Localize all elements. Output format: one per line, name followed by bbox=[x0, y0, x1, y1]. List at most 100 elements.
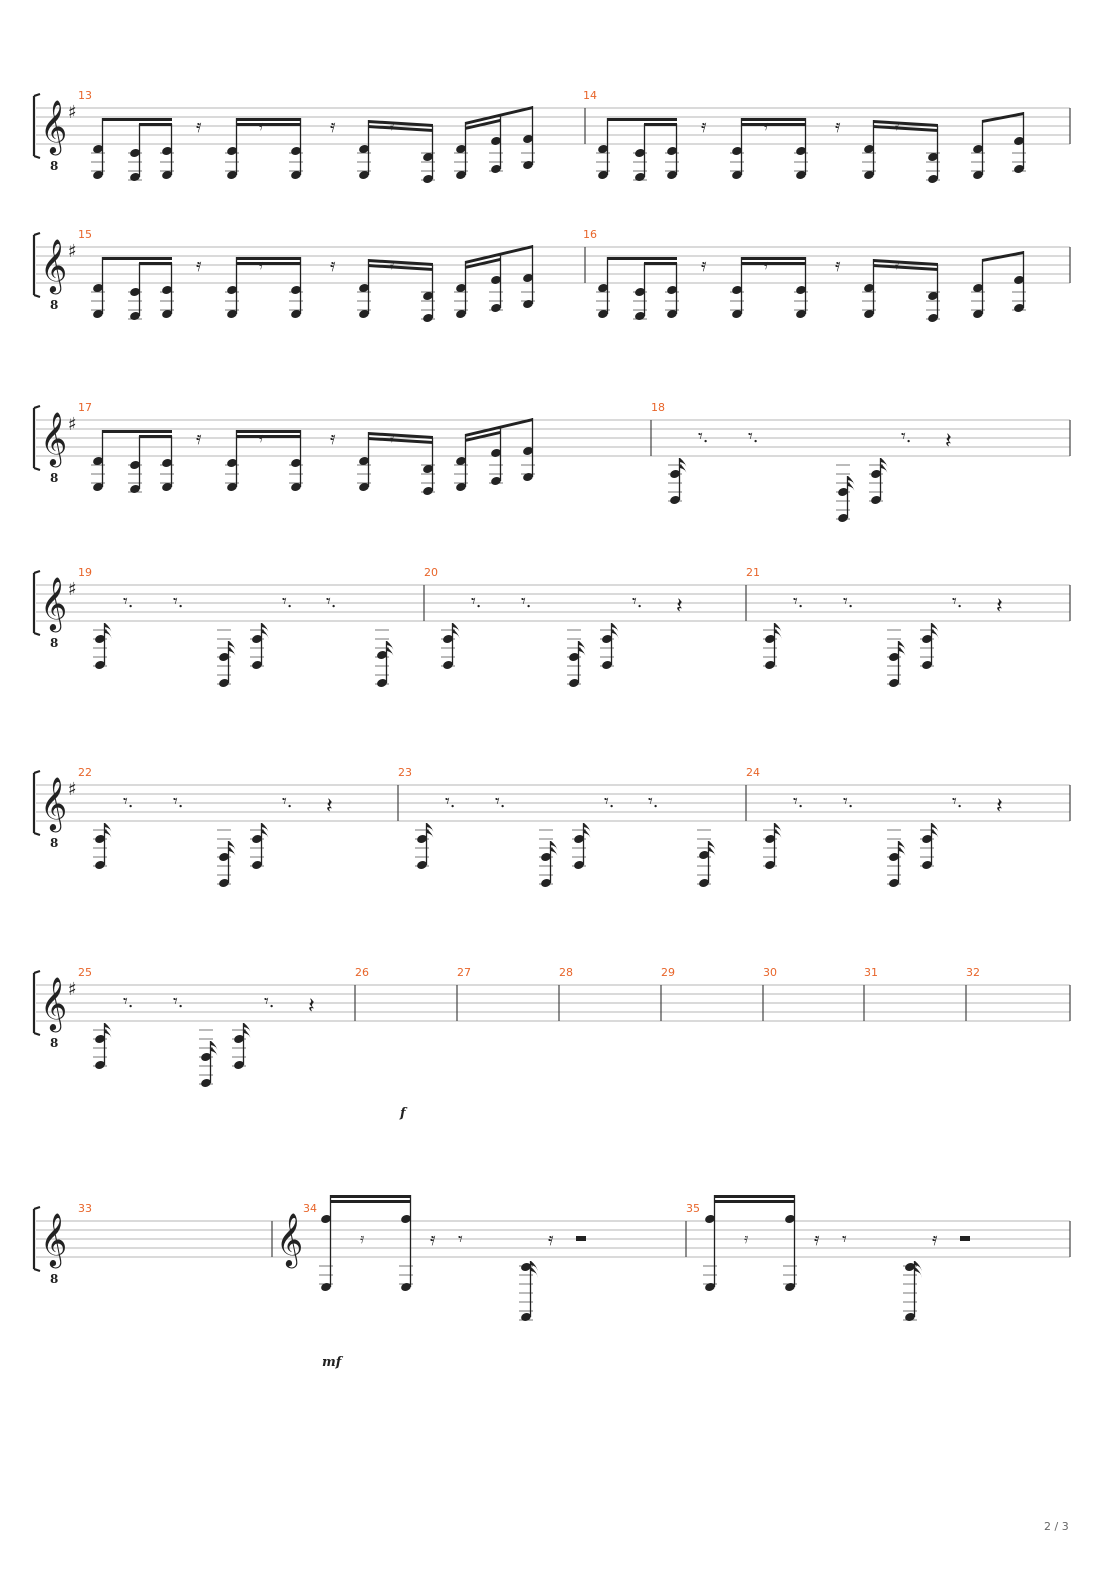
note-head bbox=[227, 459, 237, 467]
chord bbox=[489, 426, 503, 485]
treble-clef-icon: 𝄞 bbox=[40, 99, 67, 155]
chord bbox=[415, 823, 429, 869]
note-head bbox=[635, 149, 645, 157]
note-head bbox=[569, 653, 579, 661]
note-head bbox=[423, 175, 433, 183]
chord bbox=[128, 124, 142, 181]
chord bbox=[289, 257, 303, 318]
note-flag bbox=[709, 841, 716, 852]
note-head bbox=[162, 171, 172, 179]
note-flag bbox=[427, 829, 434, 840]
chord bbox=[926, 126, 940, 183]
note-head bbox=[95, 661, 105, 669]
chord bbox=[93, 1023, 107, 1069]
note-head bbox=[670, 496, 680, 504]
note-beam bbox=[236, 123, 301, 126]
treble-clef-icon: 𝄞 bbox=[276, 1212, 303, 1268]
measure-number: 29 bbox=[661, 966, 675, 979]
measure-number: 32 bbox=[966, 966, 980, 979]
note-flag bbox=[775, 823, 782, 834]
note-head bbox=[219, 679, 229, 687]
chord bbox=[232, 1023, 246, 1069]
dotted-eighth-rest-icon: 𝄾. bbox=[793, 791, 804, 812]
note-head bbox=[796, 171, 806, 179]
sixteenth-rest-icon: 𝄿 bbox=[548, 1229, 554, 1250]
note-head bbox=[667, 286, 677, 294]
note-head bbox=[219, 879, 229, 887]
system-bracket bbox=[32, 769, 41, 837]
note-head bbox=[796, 147, 806, 155]
dotted-eighth-rest-icon: 𝄾. bbox=[632, 591, 643, 612]
note-beam bbox=[465, 106, 533, 125]
note-head bbox=[423, 153, 433, 161]
note-beam bbox=[368, 264, 433, 271]
sixteenth-rest-icon: 𝄿 bbox=[330, 428, 336, 449]
note-flag bbox=[584, 829, 591, 840]
dotted-eighth-rest-icon: 𝄾. bbox=[793, 591, 804, 612]
note-beam bbox=[139, 435, 172, 438]
note-head bbox=[667, 171, 677, 179]
note-beam bbox=[139, 262, 172, 265]
sixteenth-rest-icon: 𝄿 bbox=[390, 430, 395, 446]
note-head bbox=[765, 835, 775, 843]
dotted-eighth-rest-icon: 𝄾. bbox=[843, 591, 854, 612]
sixteenth-rest-icon: 𝄿 bbox=[360, 1231, 365, 1247]
dotted-eighth-rest-icon: 𝄾. bbox=[901, 426, 912, 447]
sixteenth-rest-icon: 𝄿 bbox=[196, 116, 202, 137]
note-head bbox=[928, 153, 938, 161]
chord bbox=[217, 629, 231, 687]
note-head bbox=[889, 853, 899, 861]
note-flag bbox=[848, 476, 855, 487]
dotted-eighth-rest-icon: 𝄾. bbox=[282, 591, 293, 612]
note-head bbox=[252, 661, 262, 669]
measure-number: 13 bbox=[78, 89, 92, 102]
note-head bbox=[227, 310, 237, 318]
chord bbox=[454, 122, 468, 179]
note-beam bbox=[102, 257, 172, 260]
note-head bbox=[667, 147, 677, 155]
note-flag bbox=[881, 464, 888, 475]
note-flag bbox=[387, 647, 394, 658]
quarter-rest-icon: 𝄽 bbox=[996, 594, 1003, 619]
note-head bbox=[252, 861, 262, 869]
note-head bbox=[321, 1215, 331, 1223]
note-flag bbox=[105, 1029, 112, 1040]
octave-marking: 8 bbox=[50, 836, 58, 850]
note-head bbox=[1014, 137, 1024, 145]
chord bbox=[225, 118, 239, 179]
chord bbox=[93, 623, 107, 669]
measure-number: 35 bbox=[686, 1202, 700, 1215]
note-beam bbox=[982, 251, 1024, 262]
note-head bbox=[491, 449, 501, 457]
note-head bbox=[541, 879, 551, 887]
note-flag bbox=[453, 623, 460, 634]
sixteenth-rest-icon: 𝄿 bbox=[701, 255, 707, 276]
note-beam bbox=[236, 435, 301, 438]
note-flag bbox=[105, 629, 112, 640]
chord bbox=[357, 120, 371, 179]
dotted-eighth-rest-icon: 𝄾. bbox=[173, 991, 184, 1012]
note-head bbox=[219, 853, 229, 861]
note-head bbox=[928, 292, 938, 300]
note-head bbox=[93, 310, 103, 318]
key-signature-sharp-icon: ♯ bbox=[68, 979, 77, 1000]
note-flag bbox=[262, 829, 269, 840]
note-head bbox=[889, 879, 899, 887]
chord bbox=[697, 829, 711, 887]
chord bbox=[489, 114, 503, 173]
note-flag bbox=[551, 847, 558, 858]
note-flag bbox=[579, 647, 586, 658]
note-head bbox=[227, 171, 237, 179]
note-flag bbox=[899, 647, 906, 658]
dotted-eighth-rest-icon: 𝄾. bbox=[173, 591, 184, 612]
note-head bbox=[598, 145, 608, 153]
note-head bbox=[705, 1283, 715, 1291]
note-head bbox=[523, 473, 533, 481]
chord bbox=[225, 430, 239, 491]
chord bbox=[250, 823, 264, 869]
note-head bbox=[667, 310, 677, 318]
chord bbox=[160, 436, 174, 491]
note-flag bbox=[612, 623, 619, 634]
note-head bbox=[765, 661, 775, 669]
note-beam bbox=[368, 120, 433, 127]
